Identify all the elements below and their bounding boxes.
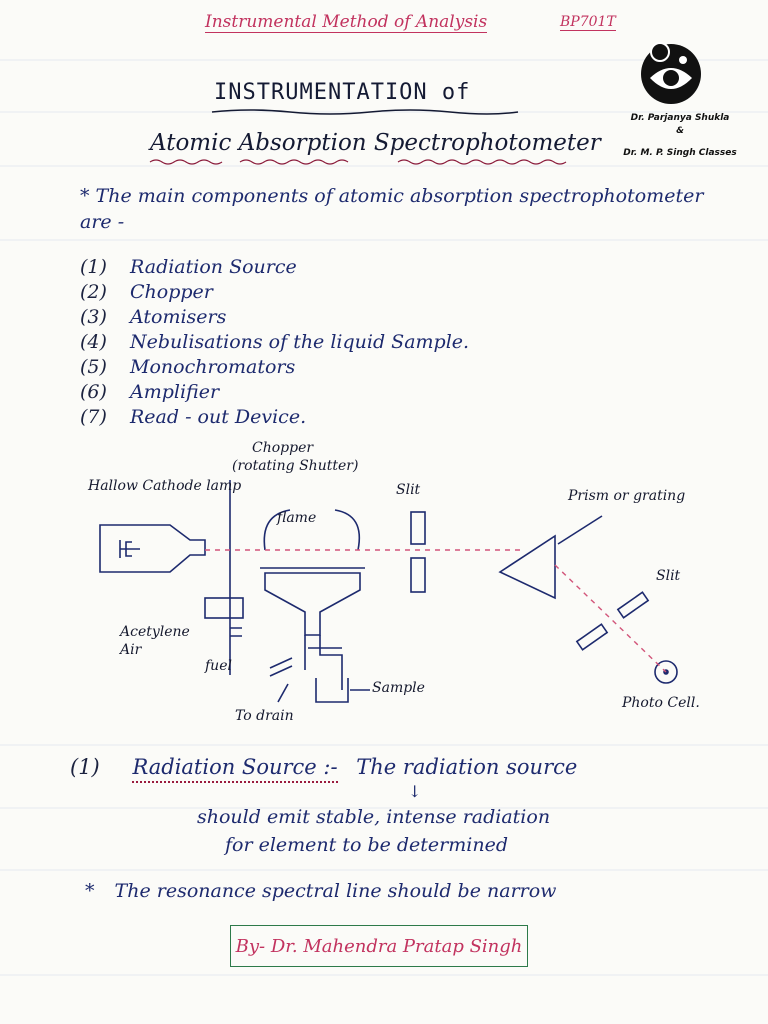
drain-label: To drain <box>235 708 294 724</box>
fuel-arrows <box>230 627 242 637</box>
section-line-1: The radiation source <box>356 755 578 779</box>
section-heading: (1) Radiation Source :- The radiation so… <box>70 755 578 783</box>
brand-line-2: & <box>676 126 684 136</box>
prism-pointer <box>557 515 603 545</box>
author-signature-box: By- Dr. Mahendra Pratap Singh <box>230 925 528 967</box>
brand-line-3: Dr. M. P. Singh Classes <box>623 148 737 158</box>
list-item-number: (5) <box>80 356 107 378</box>
list-item: (6) Amplifier <box>80 381 469 406</box>
note-text: The resonance spectral line should be na… <box>114 880 557 902</box>
prism-shape <box>498 534 556 600</box>
course-code: BP701T <box>560 14 616 31</box>
section-line-2: should emit stable, intense radiation <box>197 806 551 828</box>
section-number: (1) <box>70 755 100 779</box>
page-title-line-2: Atomic Absorption Spectrophotometer <box>150 130 601 156</box>
list-item: (2) Chopper <box>80 281 469 306</box>
fuel-gas-label: Acetylene Air <box>120 624 190 658</box>
note-line: * The resonance spectral line should be … <box>85 880 556 902</box>
lamp-cathode <box>119 540 140 558</box>
brand-line-1: Dr. Parjanya Shukla <box>630 113 730 123</box>
slit-2-upper <box>616 591 650 619</box>
list-item-number: (3) <box>80 306 107 328</box>
list-item-number: (1) <box>80 256 107 278</box>
intro-text: The main components of atomic absorption… <box>80 185 704 233</box>
list-item-label: Atomisers <box>130 306 227 328</box>
lamp-shape <box>99 524 206 573</box>
list-item-label: Nebulisations of the liquid Sample. <box>130 331 470 353</box>
page-title-line-1: INSTRUMENTATION of <box>214 80 471 105</box>
list-item: (4) Nebulisations of the liquid Sample. <box>80 331 469 356</box>
chopper-sub-label: (rotating Shutter) <box>232 458 359 474</box>
burner-body <box>260 567 365 636</box>
list-item-number: (2) <box>80 281 107 303</box>
fuel-label: fuel <box>205 658 232 674</box>
list-item-label: Chopper <box>130 281 213 303</box>
intro-paragraph: * The main components of atomic absorpti… <box>80 183 740 235</box>
classes-logo <box>641 42 701 104</box>
flame-outline <box>263 509 360 551</box>
list-item-label: Radiation Source <box>130 256 297 278</box>
slit-label: Slit <box>396 482 421 498</box>
list-item-number: (4) <box>80 331 107 353</box>
dispersed-beam <box>554 564 667 673</box>
intro-bullet: * <box>80 185 90 207</box>
aas-diagram-drawing <box>99 480 678 703</box>
list-item-label: Monochromators <box>130 356 296 378</box>
sample-beaker <box>315 678 349 703</box>
list-item-number: (6) <box>80 381 107 403</box>
photocell-shape <box>654 660 678 684</box>
down-arrow-icon: ↓ <box>408 782 422 801</box>
list-item-label: Read - out Device. <box>130 406 307 428</box>
photocell-label: Photo Cell. <box>622 695 700 711</box>
list-item: (5) Monochromators <box>80 356 469 381</box>
subject-header: Instrumental Method of Analysis <box>205 12 488 33</box>
lamp-label: Hallow Cathode lamp <box>88 478 242 494</box>
slit-lower <box>410 557 426 593</box>
title-underline <box>211 109 519 115</box>
components-list: (1) Radiation Source (2) Chopper (3) Atomis… <box>80 256 469 431</box>
burner-stem <box>304 635 343 690</box>
title-wavy-underline <box>149 159 567 165</box>
list-item-label: Amplifier <box>130 381 220 403</box>
list-item: (1) Radiation Source <box>80 256 469 281</box>
slit-upper <box>410 511 426 545</box>
note-bullet: * <box>85 880 95 902</box>
list-item: (3) Atomisers <box>80 306 469 331</box>
section-line-3: for element to be determined <box>225 834 508 856</box>
drain-line <box>269 657 293 703</box>
fuel-valve <box>204 597 244 619</box>
slit-2-label: Slit <box>656 568 681 584</box>
flame-label: flame <box>277 510 317 526</box>
chopper-label: Chopper <box>252 440 314 456</box>
aas-diagram: Hallow Cathode lamp Chopper (rotating Sh… <box>80 440 720 740</box>
sample-label: Sample <box>372 680 425 696</box>
section-name: Radiation Source :- <box>132 755 338 783</box>
prism-label: Prism or grating <box>568 488 686 504</box>
slit-2-lower <box>575 623 609 651</box>
list-item-number: (7) <box>80 406 107 428</box>
list-item: (7) Read - out Device. <box>80 406 469 431</box>
